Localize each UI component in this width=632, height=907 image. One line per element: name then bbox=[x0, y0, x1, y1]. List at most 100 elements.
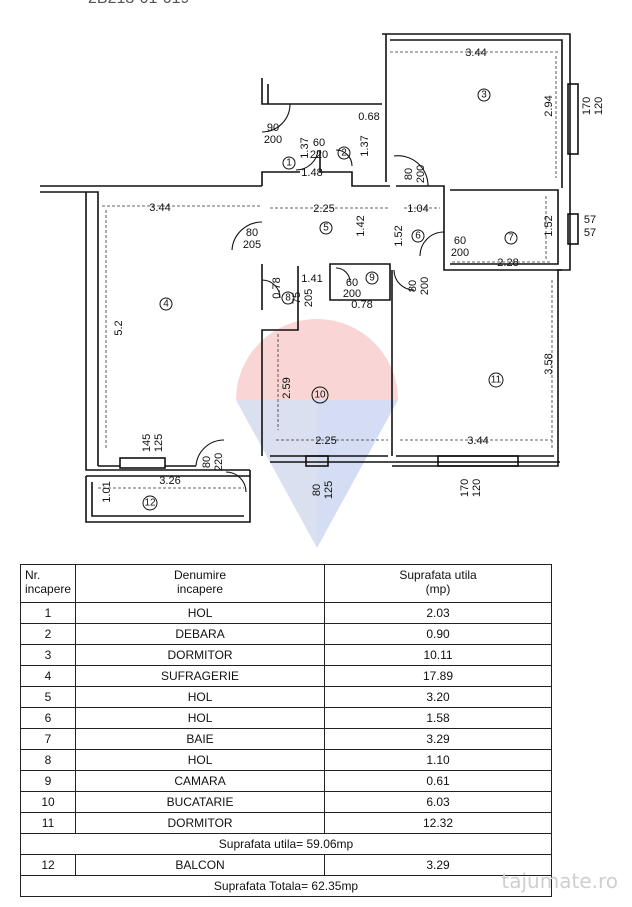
dimension-label: 170 bbox=[581, 97, 593, 115]
site-watermark: tajumate.ro bbox=[501, 869, 618, 893]
dimension-label: 200 bbox=[415, 165, 427, 183]
dimension-label: 1.48 bbox=[301, 167, 322, 179]
dimension-label: 145 bbox=[141, 434, 153, 452]
room-marker-9 bbox=[365, 271, 379, 285]
dimension-label: 75 bbox=[291, 292, 303, 304]
room-number: 5 bbox=[323, 223, 329, 234]
dimension-label: 200 bbox=[451, 247, 469, 259]
room-number: 1 bbox=[286, 158, 292, 169]
header-nr: Nr.incapere bbox=[19, 564, 77, 603]
dimension-label: 5.2 bbox=[113, 320, 125, 335]
dimension-label: 80 bbox=[246, 227, 258, 239]
subtotal-label: Suprafata utila= 59.06mp bbox=[20, 833, 552, 855]
room-marker-11 bbox=[488, 372, 504, 388]
room-number: 11 bbox=[491, 375, 502, 386]
dimension-label: 2.28 bbox=[497, 257, 518, 269]
dimension-label: 125 bbox=[153, 434, 165, 452]
room-number: 7 bbox=[508, 233, 514, 244]
dimension-label: 205 bbox=[303, 289, 315, 307]
dimension-label: 220 bbox=[310, 149, 328, 161]
dimension-label: 80 bbox=[311, 484, 323, 496]
header-code: 2B213-01-019 bbox=[88, 0, 189, 8]
dimension-label: 120 bbox=[593, 97, 605, 115]
dimension-label: 80 bbox=[403, 168, 415, 180]
room-marker-12 bbox=[142, 495, 158, 511]
dimension-label: 1.37 bbox=[299, 137, 311, 158]
dimension-label: 2.94 bbox=[543, 95, 555, 116]
dimension-label: 170 bbox=[459, 479, 471, 497]
room-number: 3 bbox=[481, 90, 487, 101]
room-number: 2 bbox=[341, 148, 347, 159]
room-marker-4 bbox=[159, 297, 173, 311]
dimension-label: 80 bbox=[407, 280, 419, 292]
dimension-label: 200 bbox=[264, 134, 282, 146]
room-number: 10 bbox=[314, 390, 326, 401]
dimension-label: 1.42 bbox=[355, 215, 367, 236]
room-marker-6 bbox=[411, 229, 425, 243]
dimension-label: 2.59 bbox=[281, 377, 293, 398]
dimension-label: 57 bbox=[584, 227, 596, 239]
dimension-label: 120 bbox=[471, 479, 483, 497]
room-number: 6 bbox=[415, 231, 421, 242]
dimension-label: 60 bbox=[454, 235, 466, 247]
dimension-label: 1.41 bbox=[301, 273, 322, 285]
total-label: Suprafata Totala= 62.35mp bbox=[20, 875, 552, 897]
room-number: 8 bbox=[285, 293, 291, 304]
room-number: 12 bbox=[144, 498, 156, 509]
dimension-label: 200 bbox=[419, 277, 431, 295]
room-number: 4 bbox=[163, 299, 169, 310]
dimension-label: 3.44 bbox=[467, 435, 488, 447]
dimension-label: 60 bbox=[313, 137, 325, 149]
room-marker-3 bbox=[477, 88, 491, 102]
dimension-label: 200 bbox=[343, 288, 361, 300]
dimension-label: 2.25 bbox=[315, 435, 336, 447]
dimension-label: 0.68 bbox=[358, 111, 379, 123]
dimension-label: 1.04 bbox=[407, 203, 428, 215]
dimension-label: 1.52 bbox=[543, 215, 555, 236]
total-row: Suprafata Totala= 62.35mp bbox=[20, 875, 552, 897]
room-marker-8 bbox=[281, 291, 295, 305]
dimension-label: 0.78 bbox=[271, 277, 283, 298]
dimension-label: 80 bbox=[201, 456, 213, 468]
room-marker-2 bbox=[337, 146, 351, 160]
header-area: Suprafata utila(mp) bbox=[324, 564, 552, 603]
dimension-label: 3.44 bbox=[149, 202, 170, 214]
dimension-label: 3.58 bbox=[543, 353, 555, 374]
dimension-label: 90 bbox=[267, 122, 279, 134]
dimension-label: 2.25 bbox=[313, 203, 334, 215]
dimension-label: 60 bbox=[346, 277, 358, 289]
floor-plan: 1 2 3 4 5 6 7 8 9 10 11 12 3.44 0.68 90 … bbox=[40, 33, 605, 548]
dimension-label: 1.52 bbox=[393, 225, 405, 246]
dimension-label: 205 bbox=[243, 239, 261, 251]
dimension-label: 125 bbox=[323, 481, 335, 499]
room-marker-10 bbox=[311, 386, 329, 404]
dimension-label: 1.37 bbox=[359, 135, 371, 156]
agency-logo-watermark bbox=[236, 319, 398, 548]
room-marker-7 bbox=[504, 231, 518, 245]
room-marker-1 bbox=[282, 156, 296, 170]
room-number: 9 bbox=[369, 273, 375, 284]
dimension-label: 0.78 bbox=[351, 299, 372, 311]
dimension-label: 57 bbox=[584, 214, 596, 226]
subtotal-row: Suprafata utila= 59.06mp bbox=[20, 833, 552, 855]
dimension-label: 3.26 bbox=[159, 475, 180, 487]
dimension-label: 220 bbox=[213, 453, 225, 471]
dimension-label: 1.01 bbox=[101, 481, 113, 502]
dimension-label: 3.44 bbox=[465, 47, 486, 59]
room-marker-5 bbox=[319, 221, 333, 235]
